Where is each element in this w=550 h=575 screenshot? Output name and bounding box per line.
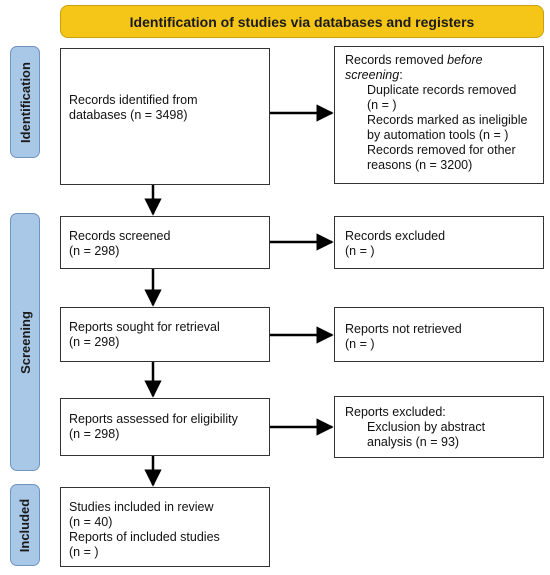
records-identified-line2: databases (n = 3498) [69, 108, 188, 122]
records-excluded-box: Records excluded (n = ) [334, 216, 544, 269]
reports-not-retrieved-box: Reports not retrieved (n = ) [334, 307, 544, 362]
records-screened-box: Records screened (n = 298) [60, 216, 270, 269]
records-identified-box: Records identified from databases (n = 3… [60, 48, 270, 185]
records-excluded-line1: Records excluded [345, 229, 446, 243]
studies-included-line1: Studies included in review [69, 500, 214, 514]
studies-included-line2: (n = 40) [69, 515, 113, 529]
reports-excluded-line2: Exclusion by abstract [367, 420, 486, 434]
reports-sought-box: Reports sought for retrieval (n = 298) [60, 307, 270, 362]
records-excluded-line2: (n = ) [345, 244, 375, 258]
duplicate-records-line2: (n = ) [367, 98, 397, 112]
other-removed-line1: Records removed for other [367, 143, 516, 157]
reports-included-line1: Reports of included studies [69, 530, 220, 544]
duplicate-records-line1: Duplicate records removed [367, 83, 517, 97]
reports-sought-line2: (n = 298) [69, 335, 120, 349]
phase-screening: Screening [10, 213, 40, 471]
records-screened-line1: Records screened [69, 229, 171, 243]
records-identified-line1: Records identified from [69, 93, 198, 107]
records-removed-box: Records removed before screening: Duplic… [334, 46, 544, 184]
studies-included-box: Studies included in review (n = 40) Repo… [60, 487, 270, 567]
diagram-header: Identification of studies via databases … [60, 5, 544, 38]
other-removed-line2: reasons (n = 3200) [367, 158, 473, 172]
records-screened-line2: (n = 298) [69, 244, 120, 258]
reports-excluded-line1: Reports excluded: [345, 405, 446, 419]
reports-assessed-line1: Reports assessed for eligibility [69, 412, 238, 426]
reports-not-retrieved-line1: Reports not retrieved [345, 322, 462, 336]
reports-assessed-box: Reports assessed for eligibility (n = 29… [60, 398, 270, 456]
reports-excluded-box: Reports excluded: Exclusion by abstract … [334, 396, 544, 458]
reports-not-retrieved-line2: (n = ) [345, 337, 375, 351]
reports-included-line2: (n = ) [69, 545, 99, 559]
records-removed-title: Records removed before [345, 53, 483, 67]
phase-included: Included [10, 484, 40, 566]
ineligible-records-line1: Records marked as ineligible [367, 113, 528, 127]
ineligible-records-line2: by automation tools (n = ) [367, 128, 509, 142]
reports-excluded-line3: analysis (n = 93) [367, 435, 460, 449]
records-removed-title-cont: screening: [345, 68, 403, 82]
reports-sought-line1: Reports sought for retrieval [69, 320, 220, 334]
reports-assessed-line2: (n = 298) [69, 427, 120, 441]
phase-identification: Identification [10, 46, 40, 158]
